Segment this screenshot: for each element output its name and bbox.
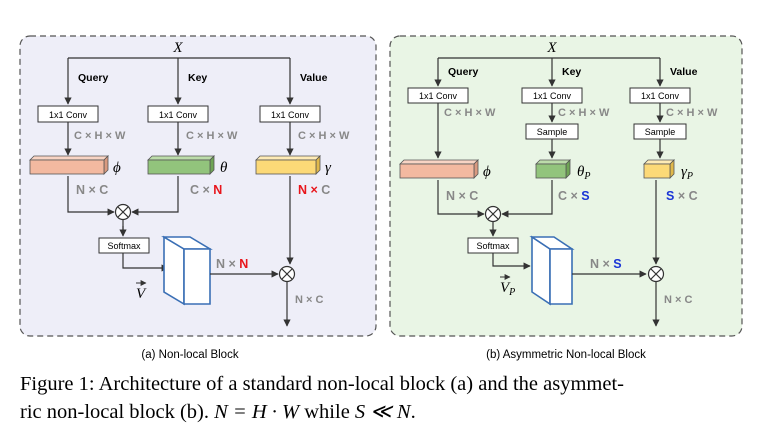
panel-b-value-sample-label: Sample (645, 127, 676, 137)
panel-a-attention-shape: N × N (216, 257, 248, 271)
panel-b-input-x: X (546, 40, 557, 56)
panel-b-key-conv-label: 1x1 Conv (533, 91, 572, 101)
caption-line-2: ric non-local block (b). N = H · W while… (20, 401, 416, 423)
panel-b-output-matmul-op (647, 265, 665, 283)
panel-a-key-dims: C × H × W (186, 130, 238, 142)
panel-a-input-x: X (172, 40, 183, 56)
panel-b-caption: (b) Asymmetric Non-local Block (486, 349, 646, 361)
panel-b-key-sample-label: Sample (537, 127, 568, 137)
panel-a-key-label: Key (188, 72, 207, 84)
panel-b-softmax-label: Softmax (476, 241, 510, 251)
panel-b-output-shape: N × C (664, 294, 692, 306)
caption-line-1: Figure 1: Architecture of a standard non… (20, 373, 624, 395)
panel-b-value-label: Value (670, 66, 698, 78)
panel-b-vector-v: VP (500, 280, 515, 298)
panel-b-key-tensor (535, 159, 571, 179)
panel-b-key-dims: C × H × W (558, 107, 610, 119)
panel-a-softmax-label: Softmax (107, 241, 141, 251)
panel-a-output-matmul-op (278, 265, 296, 283)
panel-b-key-shape: C × S (558, 189, 590, 203)
panel-a-query-shape: N × C (76, 183, 108, 197)
panel-a-query-dims: C × H × W (74, 130, 126, 142)
panel-a-key-symbol: θ (220, 160, 228, 176)
panel-b-matmul-op (484, 205, 502, 223)
panel-b-value-tensor (643, 159, 675, 179)
caption-equation-n: N = H · W (214, 401, 300, 423)
panel-a-value-shape: N × C (298, 183, 330, 197)
panel-a-query-symbol: ϕ (113, 160, 121, 176)
panel-b-query-tensor (399, 159, 479, 179)
panel-a-softmax-box (98, 237, 150, 254)
panel-a-caption: (a) Non-local Block (141, 349, 238, 361)
panel-a-value-tensor (255, 155, 321, 175)
panel-b-asymmetric-non-local-block: X Query Key Value 1x1 Conv 1x1 Conv 1x1 … (389, 35, 743, 361)
panel-b-query-conv-label: 1x1 Conv (419, 91, 458, 101)
panel-a-key-shape: C × N (190, 183, 222, 197)
panel-a-output-shape: N × C (295, 294, 323, 306)
panel-b-key-symbol: θP (577, 164, 590, 182)
panel-b-query-shape: N × C (446, 189, 478, 203)
panel-b-value-shape: S × C (666, 189, 698, 203)
panel-b-query-symbol: ϕ (483, 164, 491, 180)
panel-b-key-label: Key (562, 66, 581, 78)
caption-equation-s: S ≪ N (354, 401, 411, 423)
panel-a-key-conv-label: 1x1 Conv (159, 110, 198, 120)
panel-a-query-conv-label: 1x1 Conv (49, 110, 88, 120)
panel-b-attention-shape: N × S (590, 257, 622, 271)
panel-b-attention-map (529, 235, 575, 306)
figure-caption: Figure 1: Architecture of a standard non… (20, 370, 760, 426)
panel-a-non-local-block: X Query Key Value 1x1 Conv 1x1 Conv 1x1 … (19, 35, 377, 361)
panel-a-key-tensor (147, 155, 215, 175)
panel-a-value-dims: C × H × W (298, 130, 350, 142)
panel-b-value-symbol: γP (681, 164, 693, 182)
panel-b-query-label: Query (448, 66, 479, 78)
panel-a-query-tensor (29, 155, 109, 175)
panel-a-value-conv-label: 1x1 Conv (271, 110, 310, 120)
panel-b-value-dims: C × H × W (666, 107, 718, 119)
panel-a-query-label: Query (78, 72, 109, 84)
panel-b-value-conv-label: 1x1 Conv (641, 91, 680, 101)
panel-a-attention-map (161, 235, 213, 306)
panel-a-vector-v: V (136, 286, 147, 302)
panel-a-matmul-op (114, 203, 132, 221)
panel-a-value-symbol: γ (325, 160, 332, 176)
architecture-figure: X Query Key Value 1x1 Conv 1x1 Conv 1x1 … (19, 35, 743, 361)
panel-a-value-label: Value (300, 72, 328, 84)
panel-b-query-dims: C × H × W (444, 107, 496, 119)
